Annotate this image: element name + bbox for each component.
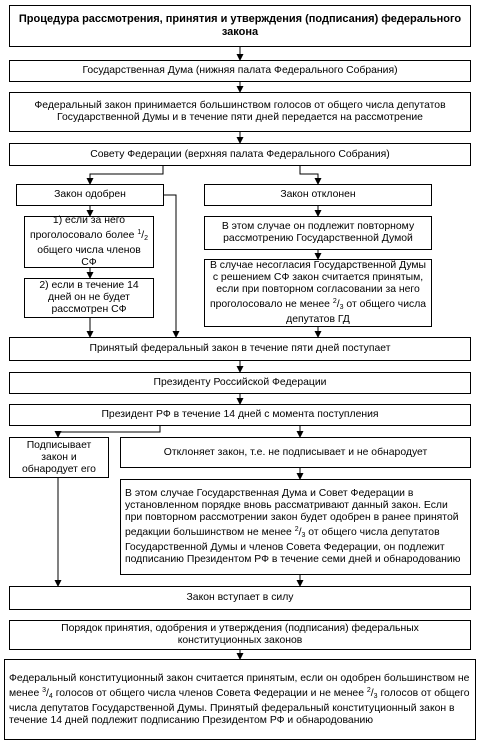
constitutional-law-text-box: Федеральный конституционный закон считае… <box>4 659 476 740</box>
president-vetoes-box: Отклоняет закон, т.е. не подписывает и н… <box>120 437 471 468</box>
president-14-days-text: Президент РФ в течение 14 дней с момента… <box>101 409 379 420</box>
approved-condition-1-box: 1) если за него проголосовало более 1/2 … <box>24 215 154 268</box>
const-part-a: Федеральный конституционный закон считае… <box>9 672 470 699</box>
law-in-force-box: Закон вступает в силу <box>9 586 471 610</box>
constitutional-law-title-box: Порядок принятия, одобрения и утверждени… <box>9 620 471 650</box>
law-rejected-text: Закон отклонен <box>280 189 356 200</box>
federation-council-text: Совету Федерации (верхняя палата Федерал… <box>90 148 390 160</box>
cond1-part-b: общего числа членов СФ <box>37 245 141 268</box>
rejected-override-box: В случае несогласия Государственной Думы… <box>204 259 432 327</box>
arrow-14-signs <box>54 426 161 438</box>
approved-condition-2-text: 2) если в течение 14 дней он не будет ра… <box>39 280 139 315</box>
rejected-override-text: В случае несогласия Государственной Думы… <box>209 260 427 325</box>
law-in-force-text: Закон вступает в силу <box>186 592 294 603</box>
adopted-law-sent-box: Принятый федеральный закон в течение пят… <box>9 337 471 361</box>
adopted-law-sent-text: Принятый федеральный закон в течение пят… <box>89 343 391 354</box>
approved-condition-1-text: 1) если за него проголосовало более 1/2 … <box>29 215 149 268</box>
president-14-days-box: Президент РФ в течение 14 дней с момента… <box>9 404 471 426</box>
override-numerator: 2 <box>332 298 337 305</box>
const-part-c: голосов от общего числа депутатов Госуда… <box>9 687 470 726</box>
federation-council-box: Совету Федерации (верхняя палата Федерал… <box>9 143 471 166</box>
rejected-repeat-text: В этом случае он подлежит повторному рас… <box>221 221 415 244</box>
law-approved-box: Закон одобрен <box>16 184 164 206</box>
duma-vote-box: Федеральный закон принимается большинств… <box>9 92 471 132</box>
override-part-b: от общего числа депутатов ГД <box>286 299 427 325</box>
state-duma-box: Государственная Дума (нижняя палата Феде… <box>9 60 471 82</box>
const-denominator-1: 4 <box>48 692 53 700</box>
cond1-part-a: 1) если за него проголосовало более <box>29 215 138 241</box>
president-signs-box: Подписывает закон и обнародует его <box>9 437 109 478</box>
cond1-numerator: 1 <box>137 229 142 236</box>
const-part-b: голосов от общего числа членов Совета Фе… <box>52 687 367 699</box>
constitutional-law-title-text: Порядок принятия, одобрения и утверждени… <box>61 623 419 646</box>
cond1-denominator: 2 <box>144 235 149 242</box>
veto-override-box: В этом случае Государственная Дума и Сов… <box>120 479 471 575</box>
diagram-title-text: Процедура рассмотрения, принятия и утвер… <box>18 13 462 38</box>
law-approved-text: Закон одобрен <box>54 189 126 200</box>
president-text: Президенту Российской Федерации <box>153 377 327 388</box>
veto-override-part-a: В этом случае Государственная Дума и Сов… <box>125 488 459 538</box>
president-box: Президенту Российской Федерации <box>9 372 471 394</box>
override-denominator: 3 <box>339 304 344 311</box>
veto-override-denominator: 3 <box>301 532 306 539</box>
state-duma-text: Государственная Дума (нижняя палата Феде… <box>82 65 398 76</box>
arrow-council-approved <box>86 166 164 185</box>
const-denominator-2: 3 <box>373 692 378 700</box>
const-numerator-1: 3 <box>42 686 47 694</box>
arrow-council-rejected <box>299 166 322 185</box>
veto-override-part-b: от общего числа депутатов Государственно… <box>125 527 461 565</box>
arrow-approved-adopted <box>164 194 180 338</box>
const-numerator-2: 2 <box>366 686 371 694</box>
constitutional-law-text: Федеральный конституционный закон считае… <box>9 672 470 726</box>
president-vetoes-text: Отклоняет закон, т.е. не подписывает и н… <box>163 446 428 458</box>
duma-vote-text: Федеральный закон принимается большинств… <box>34 100 446 123</box>
override-part-a: В случае несогласия Государственной Думы… <box>209 260 427 310</box>
rejected-repeat-box: В этом случае он подлежит повторному рас… <box>204 216 432 250</box>
veto-override-numerator: 2 <box>294 526 299 533</box>
diagram-title: Процедура рассмотрения, принятия и утвер… <box>9 5 471 47</box>
president-signs-text: Подписывает закон и обнародует его <box>22 439 96 475</box>
veto-override-text: В этом случае Государственная Дума и Сов… <box>125 488 461 565</box>
law-rejected-box: Закон отклонен <box>204 184 432 206</box>
approved-condition-2-box: 2) если в течение 14 дней он не будет ра… <box>24 278 154 318</box>
